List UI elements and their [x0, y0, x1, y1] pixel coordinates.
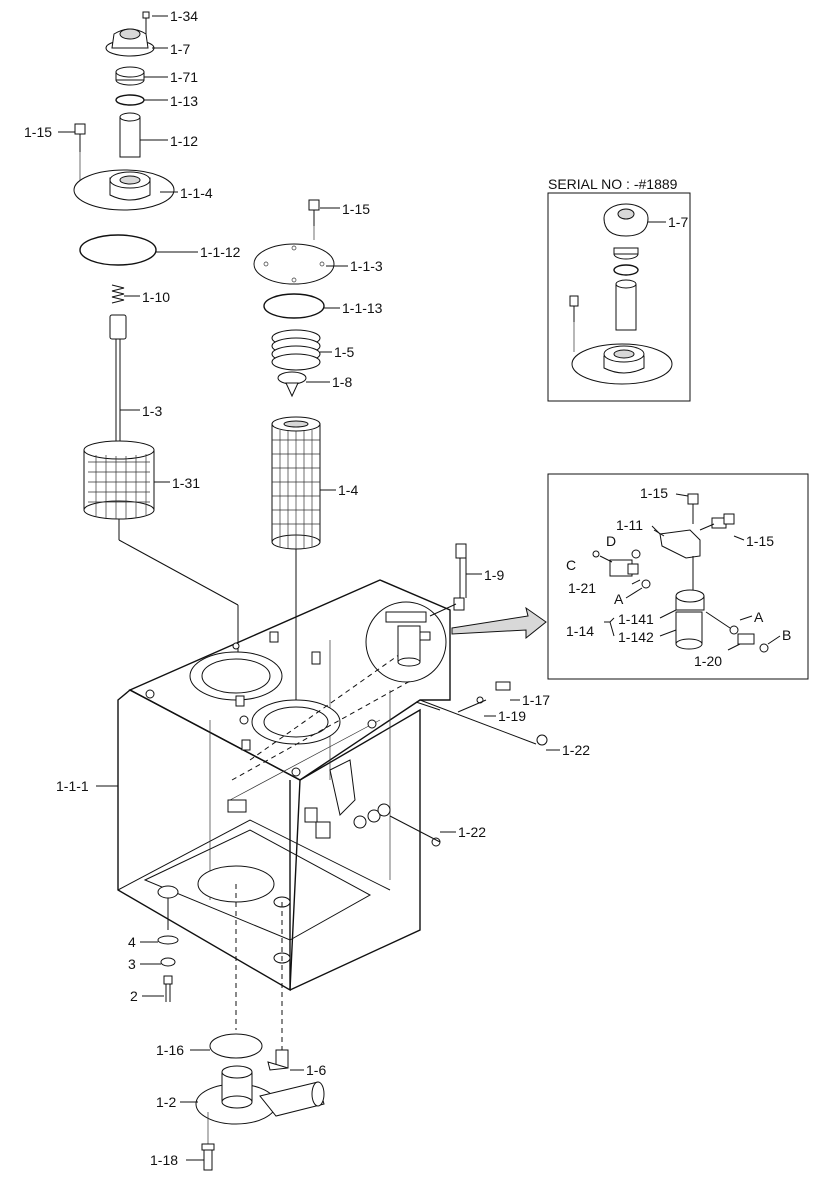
label-4: 4 — [128, 934, 136, 950]
label-1-11: 1-11 — [616, 517, 643, 533]
label-1-5: 1-5 — [334, 344, 354, 360]
label-1-1-12: 1-1-12 — [200, 244, 241, 260]
detail-magnifier — [365, 601, 547, 683]
label-1-7-inset: 1-7 — [668, 214, 688, 230]
label-a-right: A — [754, 609, 764, 625]
label-1-22-lower: 1-22 — [458, 824, 486, 840]
label-1-15-mid: 1-15 — [342, 201, 370, 217]
label-1-19: 1-19 — [498, 708, 526, 724]
label-2: 2 — [130, 988, 138, 1004]
label-1-15-r2: 1-15 — [746, 533, 774, 549]
label-1-6: 1-6 — [306, 1062, 326, 1078]
label-1-4: 1-4 — [338, 482, 358, 498]
label-1-12: 1-12 — [170, 133, 198, 149]
serial-title: SERIAL NO : -#1889 — [548, 176, 678, 192]
label-1-34: 1-34 — [170, 8, 198, 24]
label-1-15-r1: 1-15 — [640, 485, 668, 501]
filter-detail-panel — [547, 473, 809, 680]
label-1-71: 1-71 — [170, 69, 198, 85]
label-1-7-top: 1-7 — [170, 41, 190, 57]
label-1-21: 1-21 — [568, 580, 596, 596]
label-1-15-left: 1-15 — [24, 124, 52, 140]
label-1-1-4: 1-1-4 — [180, 185, 213, 201]
label-1-142: 1-142 — [618, 629, 654, 645]
label-1-2: 1-2 — [156, 1094, 176, 1110]
label-3: 3 — [128, 956, 136, 972]
label-b: B — [782, 627, 791, 643]
label-1-10: 1-10 — [142, 289, 170, 305]
return-filter-assembly — [253, 199, 335, 720]
label-1-8: 1-8 — [332, 374, 352, 390]
label-1-1-13: 1-1-13 — [342, 300, 383, 316]
label-1-13: 1-13 — [170, 93, 198, 109]
label-1-3: 1-3 — [142, 403, 162, 419]
label-1-9: 1-9 — [484, 567, 504, 583]
label-1-14: 1-14 — [566, 623, 594, 639]
label-1-141: 1-141 — [618, 611, 654, 627]
level-gauge-tube — [429, 543, 467, 617]
label-1-20: 1-20 — [694, 653, 722, 669]
part-labels: 1-34 1-7 1-71 1-13 1-15 1-12 1-1-4 1-1-1… — [24, 8, 791, 1168]
label-d: D — [606, 533, 616, 549]
label-1-16: 1-16 — [156, 1042, 184, 1058]
label-c: C — [566, 557, 576, 573]
serial-inset-panel — [547, 192, 691, 402]
leader-lines — [58, 15, 560, 1161]
bottom-parts — [157, 935, 325, 1171]
label-a-left: A — [614, 591, 624, 607]
label-1-17: 1-17 — [522, 692, 550, 708]
small-fittings — [389, 681, 548, 847]
center-lines — [167, 639, 421, 1050]
breather-cap-assembly — [73, 11, 239, 700]
label-1-22-upper: 1-22 — [562, 742, 590, 758]
label-1-31: 1-31 — [172, 475, 200, 491]
label-1-1-3: 1-1-3 — [350, 258, 383, 274]
label-1-1-1: 1-1-1 — [56, 778, 89, 794]
label-1-18: 1-18 — [150, 1152, 178, 1168]
